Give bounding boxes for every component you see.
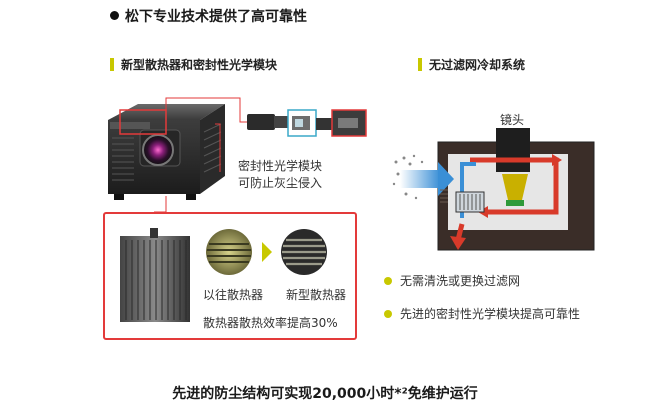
lens-label: 镜头 [500, 113, 525, 127]
efficiency-text: 散热器散热效率提高30% [203, 316, 338, 330]
bullet-dot-icon [384, 277, 392, 285]
heatsink-illustrations [120, 228, 327, 322]
cooling-system-diagram [392, 128, 595, 251]
footer-text: 先进的防尘结构可实现20,000小时*²免维护运行 [172, 386, 478, 402]
bullet-dot-icon [110, 11, 119, 20]
optical-module-caption: 密封性光学模块 可防止灰尘侵入 [238, 159, 323, 190]
old-heatsink-label: 以往散热器 [203, 288, 264, 302]
heatsink-comparison-box [103, 212, 357, 340]
projector-illustration [108, 97, 367, 213]
page-title-text: 松下专业技术提供了高可靠性 [125, 9, 307, 25]
page-title: 松下专业技术提供了高可靠性 [110, 6, 307, 26]
new-heatsink-label: 新型散热器 [286, 288, 347, 302]
left-section-title: 新型散热器和密封性光学模块 [110, 56, 277, 73]
bullet-dot-icon [384, 310, 392, 318]
bullet-item: 无需清洗或更换过滤网 [384, 272, 520, 289]
section-marker-icon [110, 58, 114, 71]
right-section-title: 无过滤网冷却系统 [418, 56, 525, 73]
bullet-item: 先进的密封性光学模块提高可靠性 [384, 305, 580, 322]
section-marker-icon [418, 58, 422, 71]
